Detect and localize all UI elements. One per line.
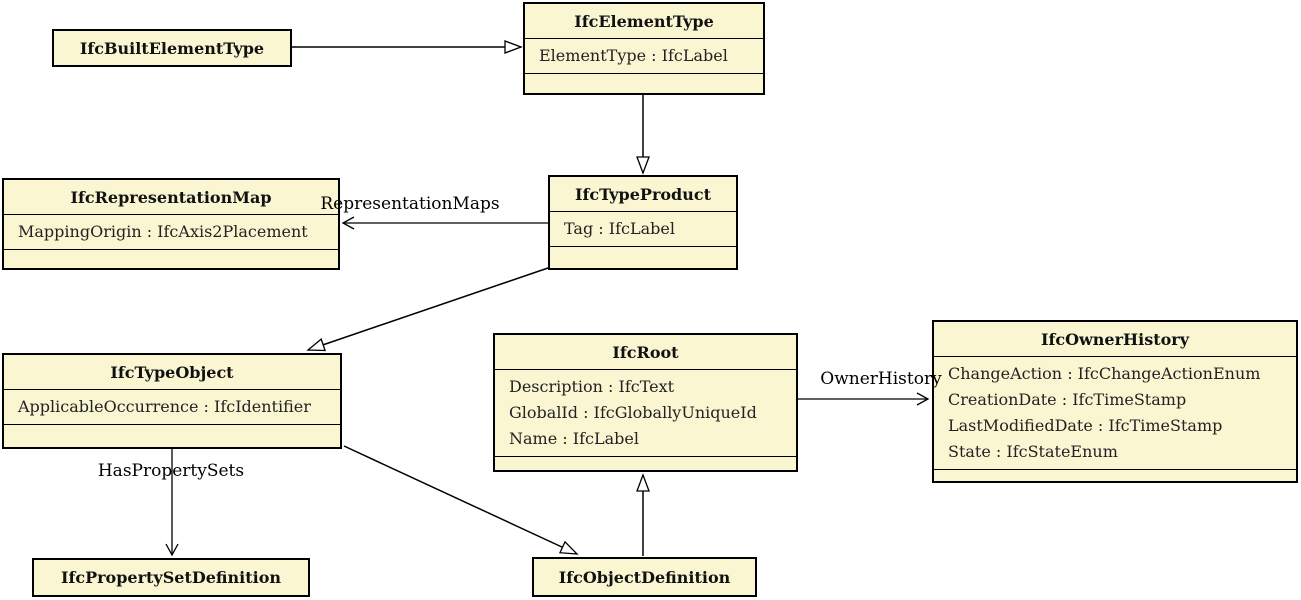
class-title: IfcRepresentationMap	[4, 180, 338, 215]
class-attribute: CreationDate : IfcTimeStamp	[948, 390, 1187, 409]
class-ifcelementtype: IfcElementType ElementType : IfcLabel	[523, 2, 765, 95]
class-attribute: MappingOrigin : IfcAxis2Placement	[18, 222, 308, 241]
class-attribute: Tag : IfcLabel	[564, 219, 675, 238]
edge-generalization-typeobject-objectdefinition	[343, 445, 579, 555]
class-title: IfcPropertySetDefinition	[60, 568, 282, 587]
edge-label-ownerhistory: OwnerHistory	[820, 369, 942, 389]
class-attribute: GlobalId : IfcGloballyUniqueId	[509, 403, 757, 422]
class-empty-compartment	[550, 247, 736, 268]
class-empty-compartment	[4, 250, 338, 268]
class-ifcbuiltelementtype: IfcBuiltElementType	[52, 29, 292, 67]
class-attributes: ApplicableOccurrence : IfcIdentifier	[4, 390, 340, 425]
class-attribute: ElementType : IfcLabel	[539, 46, 728, 65]
class-attributes: ChangeAction : IfcChangeActionEnum Creat…	[934, 357, 1296, 470]
class-empty-compartment	[4, 425, 340, 447]
class-title: IfcBuiltElementType	[79, 38, 265, 58]
class-title: IfcOwnerHistory	[934, 322, 1296, 357]
edge-label-haspropertysets: HasPropertySets	[97, 461, 245, 481]
class-ifctypeobject: IfcTypeObject ApplicableOccurrence : Ifc…	[2, 353, 342, 449]
class-attribute: Name : IfcLabel	[509, 429, 639, 448]
class-title: IfcElementType	[525, 4, 763, 39]
class-attribute: State : IfcStateEnum	[948, 442, 1118, 461]
class-empty-compartment	[525, 74, 763, 93]
class-ifctypeproduct: IfcTypeProduct Tag : IfcLabel	[548, 175, 738, 270]
class-attributes: Tag : IfcLabel	[550, 212, 736, 247]
class-attribute: ApplicableOccurrence : IfcIdentifier	[18, 397, 311, 416]
class-ifcroot: IfcRoot Description : IfcText GlobalId :…	[493, 333, 798, 472]
class-title: IfcTypeProduct	[550, 177, 736, 212]
class-title: IfcObjectDefinition	[558, 567, 731, 587]
class-empty-compartment	[495, 457, 796, 470]
class-ifcownerhistory: IfcOwnerHistory ChangeAction : IfcChange…	[932, 320, 1298, 483]
class-attribute: LastModifiedDate : IfcTimeStamp	[948, 416, 1223, 435]
class-ifcrepresentationmap: IfcRepresentationMap MappingOrigin : Ifc…	[2, 178, 340, 270]
class-empty-compartment	[934, 470, 1296, 481]
class-attribute: Description : IfcText	[509, 377, 675, 396]
edge-label-representationmaps: RepresentationMaps	[320, 194, 500, 214]
class-ifcpropertysetdefinition: IfcPropertySetDefinition	[32, 558, 310, 597]
class-attributes: MappingOrigin : IfcAxis2Placement	[4, 215, 338, 250]
class-attributes: Description : IfcText GlobalId : IfcGlob…	[495, 370, 796, 457]
class-attribute: ChangeAction : IfcChangeActionEnum	[948, 364, 1261, 383]
class-title: IfcRoot	[495, 335, 796, 370]
edge-generalization-typeproduct-typeobject	[306, 267, 549, 352]
class-ifcobjectdefinition: IfcObjectDefinition	[532, 557, 757, 597]
class-attributes: ElementType : IfcLabel	[525, 39, 763, 74]
class-title: IfcTypeObject	[4, 355, 340, 390]
